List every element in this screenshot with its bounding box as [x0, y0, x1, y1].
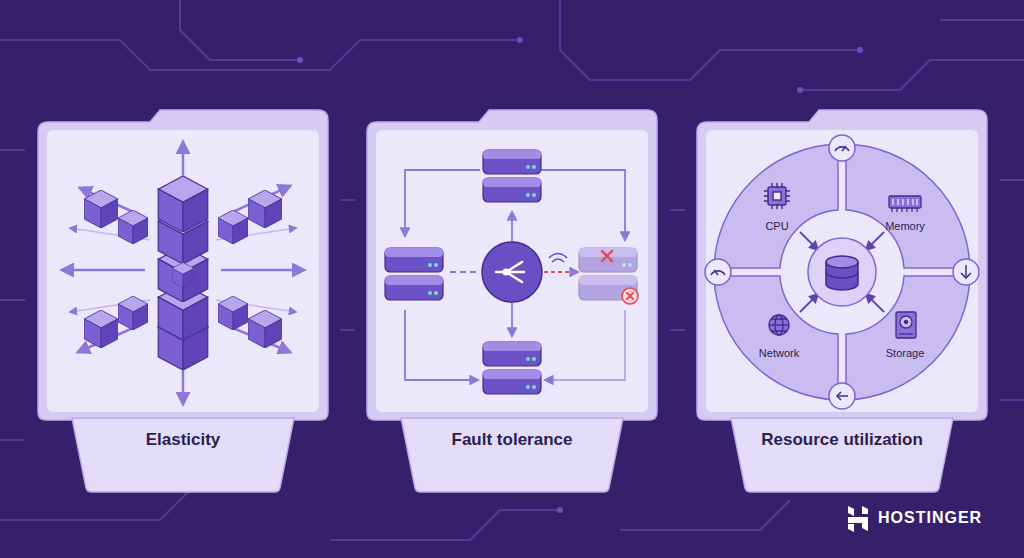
feature-panel: Resource utilization CPU MemoryNetwork Stor…: [697, 108, 987, 492]
resource-segment: Storage: [882, 343, 929, 363]
feature-panel: Elasticity: [38, 108, 328, 492]
resource-segment: CPU: [761, 216, 793, 236]
panel-title: Elasticity: [38, 430, 328, 450]
fault-tolerance-illustration: [385, 150, 638, 394]
resource-label: Network: [755, 343, 804, 363]
panel-title: Fault tolerance: [367, 430, 657, 450]
resource-label: CPU: [761, 216, 793, 236]
panel-card: [367, 110, 657, 492]
logo-icon: [848, 506, 868, 532]
storage-icon: [896, 312, 916, 338]
network-icon: [769, 315, 789, 335]
cpu-icon: [764, 183, 790, 209]
elasticity-illustration: [62, 142, 304, 404]
feature-panel: Fault tolerance: [367, 108, 657, 492]
resource-label: Memory: [881, 216, 929, 236]
resource-label: Storage: [882, 343, 929, 363]
resource-segment: Network: [755, 343, 804, 363]
panel-card: [38, 110, 328, 492]
memory-icon: [889, 196, 921, 212]
resource-ring: [705, 135, 979, 409]
panel-card: [697, 110, 987, 492]
panel-title: Resource utilization: [697, 430, 987, 450]
resource-segment: Memory: [881, 216, 929, 236]
watermark: HOSTINGER: [878, 509, 982, 527]
